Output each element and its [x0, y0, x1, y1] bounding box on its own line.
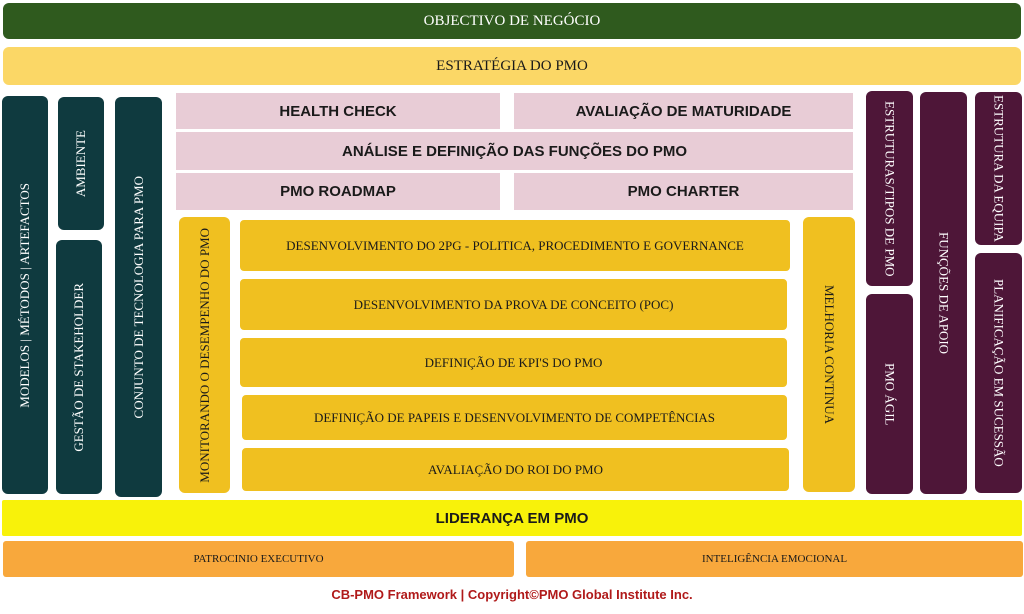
- business-objective-label: OBJECTIVO DE NEGÓCIO: [423, 12, 601, 29]
- step-kpi: DEFINIÇÃO DE KPI'S DO PMO: [238, 336, 789, 389]
- stakeholder-label: GESTÃO DE STAKEHOLDER: [71, 282, 86, 452]
- maturity-box: AVALIAÇÃO DE MATURIDADE: [514, 93, 853, 129]
- succession-column: PLANIFICAÇÃO EM SUCESSÃO: [975, 253, 1022, 493]
- support-column: FUNÇÕES DE APOIO: [920, 92, 967, 494]
- footer-copyright: CB-PMO Framework | Copyright©PMO Global …: [0, 582, 1024, 606]
- team-label: ESTRUTURA DA EQUIPA: [991, 95, 1007, 242]
- step-roles: DEFINIÇÃO DE PAPEIS E DESENVOLVIMENTO DE…: [240, 393, 789, 442]
- step-roi-label: AVALIAÇÃO DO ROI DO PMO: [427, 461, 604, 477]
- stakeholder-column: GESTÃO DE STAKEHOLDER: [56, 240, 102, 494]
- charter-box: PMO CHARTER: [514, 173, 853, 210]
- leadership-bar: LIDERANÇA EM PMO: [2, 500, 1022, 536]
- support-label: FUNÇÕES DE APOIO: [936, 231, 952, 355]
- step-poc-label: DESENVOLVIMENTO DA PROVA DE CONCEITO (PO…: [353, 296, 674, 312]
- step-2pg-label: DESENVOLVIMENTO DO 2PG - POLITICA, PROCE…: [286, 237, 744, 253]
- charter-label: PMO CHARTER: [627, 183, 740, 200]
- improvement-label: MELHORIA CONTINUA: [822, 284, 837, 425]
- agile-column: PMO ÁGIL: [866, 294, 913, 494]
- agile-label: PMO ÁGIL: [882, 362, 898, 426]
- analysis-label: ANÁLISE E DEFINIÇÃO DAS FUNÇÕES DO PMO: [341, 142, 688, 160]
- team-column: ESTRUTURA DA EQUIPA: [975, 92, 1022, 245]
- health-check-box: HEALTH CHECK: [176, 93, 500, 129]
- succession-label: PLANIFICAÇÃO EM SUCESSÃO: [991, 279, 1007, 467]
- analysis-box: ANÁLISE E DEFINIÇÃO DAS FUNÇÕES DO PMO: [176, 132, 853, 170]
- footer-text: CB-PMO Framework | Copyright©PMO Global …: [331, 586, 693, 602]
- maturity-label: AVALIAÇÃO DE MATURIDADE: [575, 102, 792, 120]
- step-roi: AVALIAÇÃO DO ROI DO PMO: [240, 446, 791, 493]
- environment-column: AMBIENTE: [58, 97, 104, 230]
- emotional-box: INTELIGÊNCIA EMOCIONAL: [526, 541, 1023, 577]
- environment-label: AMBIENTE: [73, 129, 88, 198]
- roadmap-label: PMO ROADMAP: [280, 183, 396, 200]
- models-column: MODELOS | MÉTODOS | ARTEFACTOS: [2, 96, 48, 494]
- step-kpi-label: DEFINIÇÃO DE KPI'S DO PMO: [424, 354, 603, 370]
- monitoring-column: MONITORANDO O DESEMPENHO DO PMO: [179, 217, 230, 493]
- strategy-label: ESTRATÉGIA DO PMO: [436, 57, 588, 74]
- step-poc: DESENVOLVIMENTO DA PROVA DE CONCEITO (PO…: [238, 277, 789, 332]
- strategy-bar: ESTRATÉGIA DO PMO: [3, 47, 1021, 85]
- step-roles-label: DEFINIÇÃO DE PAPEIS E DESENVOLVIMENTO DE…: [313, 409, 716, 425]
- improvement-column: MELHORIA CONTINUA: [803, 217, 855, 492]
- roadmap-box: PMO ROADMAP: [176, 173, 500, 210]
- monitoring-label: MONITORANDO O DESEMPENHO DO PMO: [196, 227, 212, 483]
- leadership-label: LIDERANÇA EM PMO: [435, 509, 589, 527]
- emotional-label: INTELIGÊNCIA EMOCIONAL: [701, 553, 848, 565]
- sponsor-label: PATROCINIO EXECUTIVO: [193, 553, 324, 565]
- structures-label: ESTRUTURAS/TIPOS DE PMO: [882, 100, 898, 277]
- models-label: MODELOS | MÉTODOS | ARTEFACTOS: [17, 182, 32, 408]
- sponsor-box: PATROCINIO EXECUTIVO: [3, 541, 514, 577]
- technology-column: CONJUNTO DE TECNOLOGIA PARA PMO: [115, 97, 162, 497]
- step-2pg: DESENVOLVIMENTO DO 2PG - POLITICA, PROCE…: [238, 218, 792, 273]
- business-objective-bar: OBJECTIVO DE NEGÓCIO: [3, 3, 1021, 39]
- technology-label: CONJUNTO DE TECNOLOGIA PARA PMO: [130, 175, 146, 419]
- structures-column: ESTRUTURAS/TIPOS DE PMO: [866, 91, 913, 286]
- health-check-label: HEALTH CHECK: [279, 102, 397, 120]
